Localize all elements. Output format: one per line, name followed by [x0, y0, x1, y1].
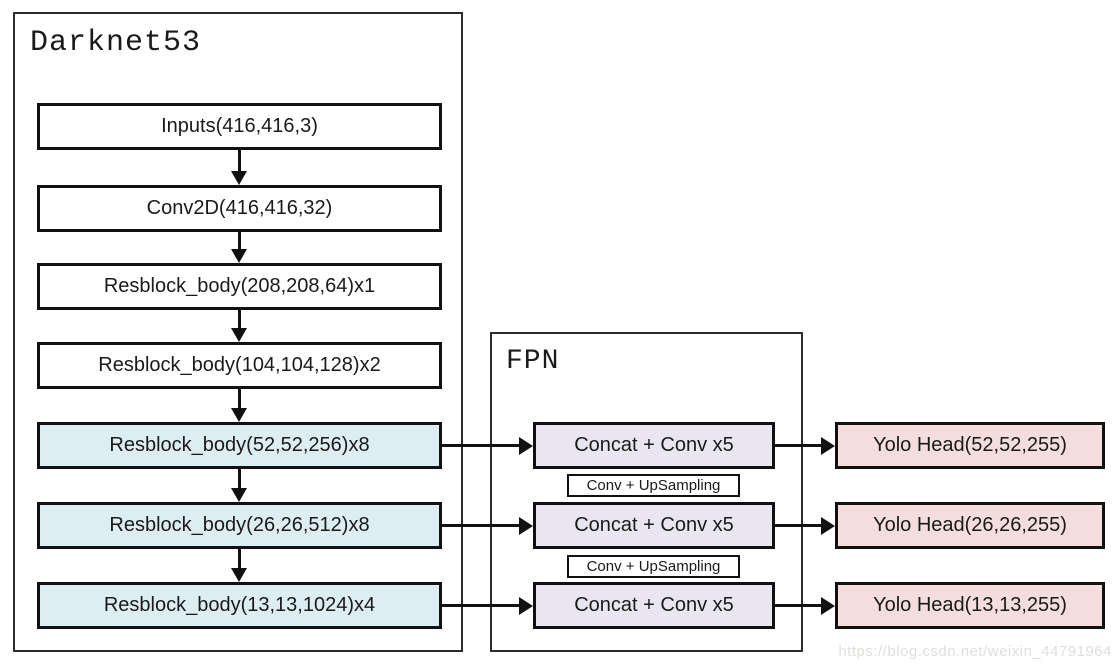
fpn-title: FPN: [506, 346, 560, 377]
arrow-res26-concat-head: [519, 517, 533, 535]
darknet53-group-box: [13, 12, 463, 652]
arrow-down-2-head: [231, 249, 247, 263]
arrow-concat-yolo52-head: [821, 437, 835, 455]
arrow-concat-yolo26-line: [775, 524, 822, 527]
arrow-res52-concat-head: [519, 437, 533, 455]
node-concat-conv-3: Concat + Conv x5: [533, 582, 775, 629]
arrow-down-6-line: [238, 549, 241, 569]
node-yolo-head-26: Yolo Head(26,26,255): [835, 502, 1105, 549]
node-conv-upsampling-1: Conv + UpSampling: [567, 474, 740, 497]
arrow-down-6-head: [231, 568, 247, 582]
arrow-res52-concat-line: [442, 444, 520, 447]
arrow-concat-yolo13-line: [775, 604, 822, 607]
arrow-concat-yolo13-head: [821, 597, 835, 615]
arrow-concat-yolo52-line: [775, 444, 822, 447]
arrow-down-1-line: [238, 150, 241, 172]
node-resblock-52: Resblock_body(52,52,256)x8: [37, 422, 442, 469]
node-conv-upsampling-2: Conv + UpSampling: [567, 555, 740, 578]
node-resblock-208: Resblock_body(208,208,64)x1: [37, 263, 442, 310]
watermark-url: https://blog.csdn.net/weixin_44791964: [838, 643, 1112, 660]
node-yolo-head-52: Yolo Head(52,52,255): [835, 422, 1105, 469]
arrow-res13-concat-head: [519, 597, 533, 615]
node-conv2d: Conv2D(416,416,32): [37, 185, 442, 232]
arrow-down-1-head: [231, 171, 247, 185]
arrow-res13-concat-line: [442, 604, 520, 607]
arrow-down-3-head: [231, 328, 247, 342]
arrow-concat-yolo26-head: [821, 517, 835, 535]
node-resblock-13: Resblock_body(13,13,1024)x4: [37, 582, 442, 629]
darknet53-title: Darknet53: [30, 26, 202, 60]
arrow-down-4-head: [231, 408, 247, 422]
arrow-down-2-line: [238, 232, 241, 250]
arrow-down-5-head: [231, 488, 247, 502]
node-inputs: Inputs(416,416,3): [37, 103, 442, 150]
node-yolo-head-13: Yolo Head(13,13,255): [835, 582, 1105, 629]
arrow-res26-concat-line: [442, 524, 520, 527]
node-concat-conv-1: Concat + Conv x5: [533, 422, 775, 469]
node-concat-conv-2: Concat + Conv x5: [533, 502, 775, 549]
fpn-group-box: [490, 332, 803, 652]
arrow-down-3-line: [238, 310, 241, 329]
arrow-down-4-line: [238, 389, 241, 409]
node-resblock-26: Resblock_body(26,26,512)x8: [37, 502, 442, 549]
node-resblock-104: Resblock_body(104,104,128)x2: [37, 342, 442, 389]
arrow-down-5-line: [238, 469, 241, 489]
